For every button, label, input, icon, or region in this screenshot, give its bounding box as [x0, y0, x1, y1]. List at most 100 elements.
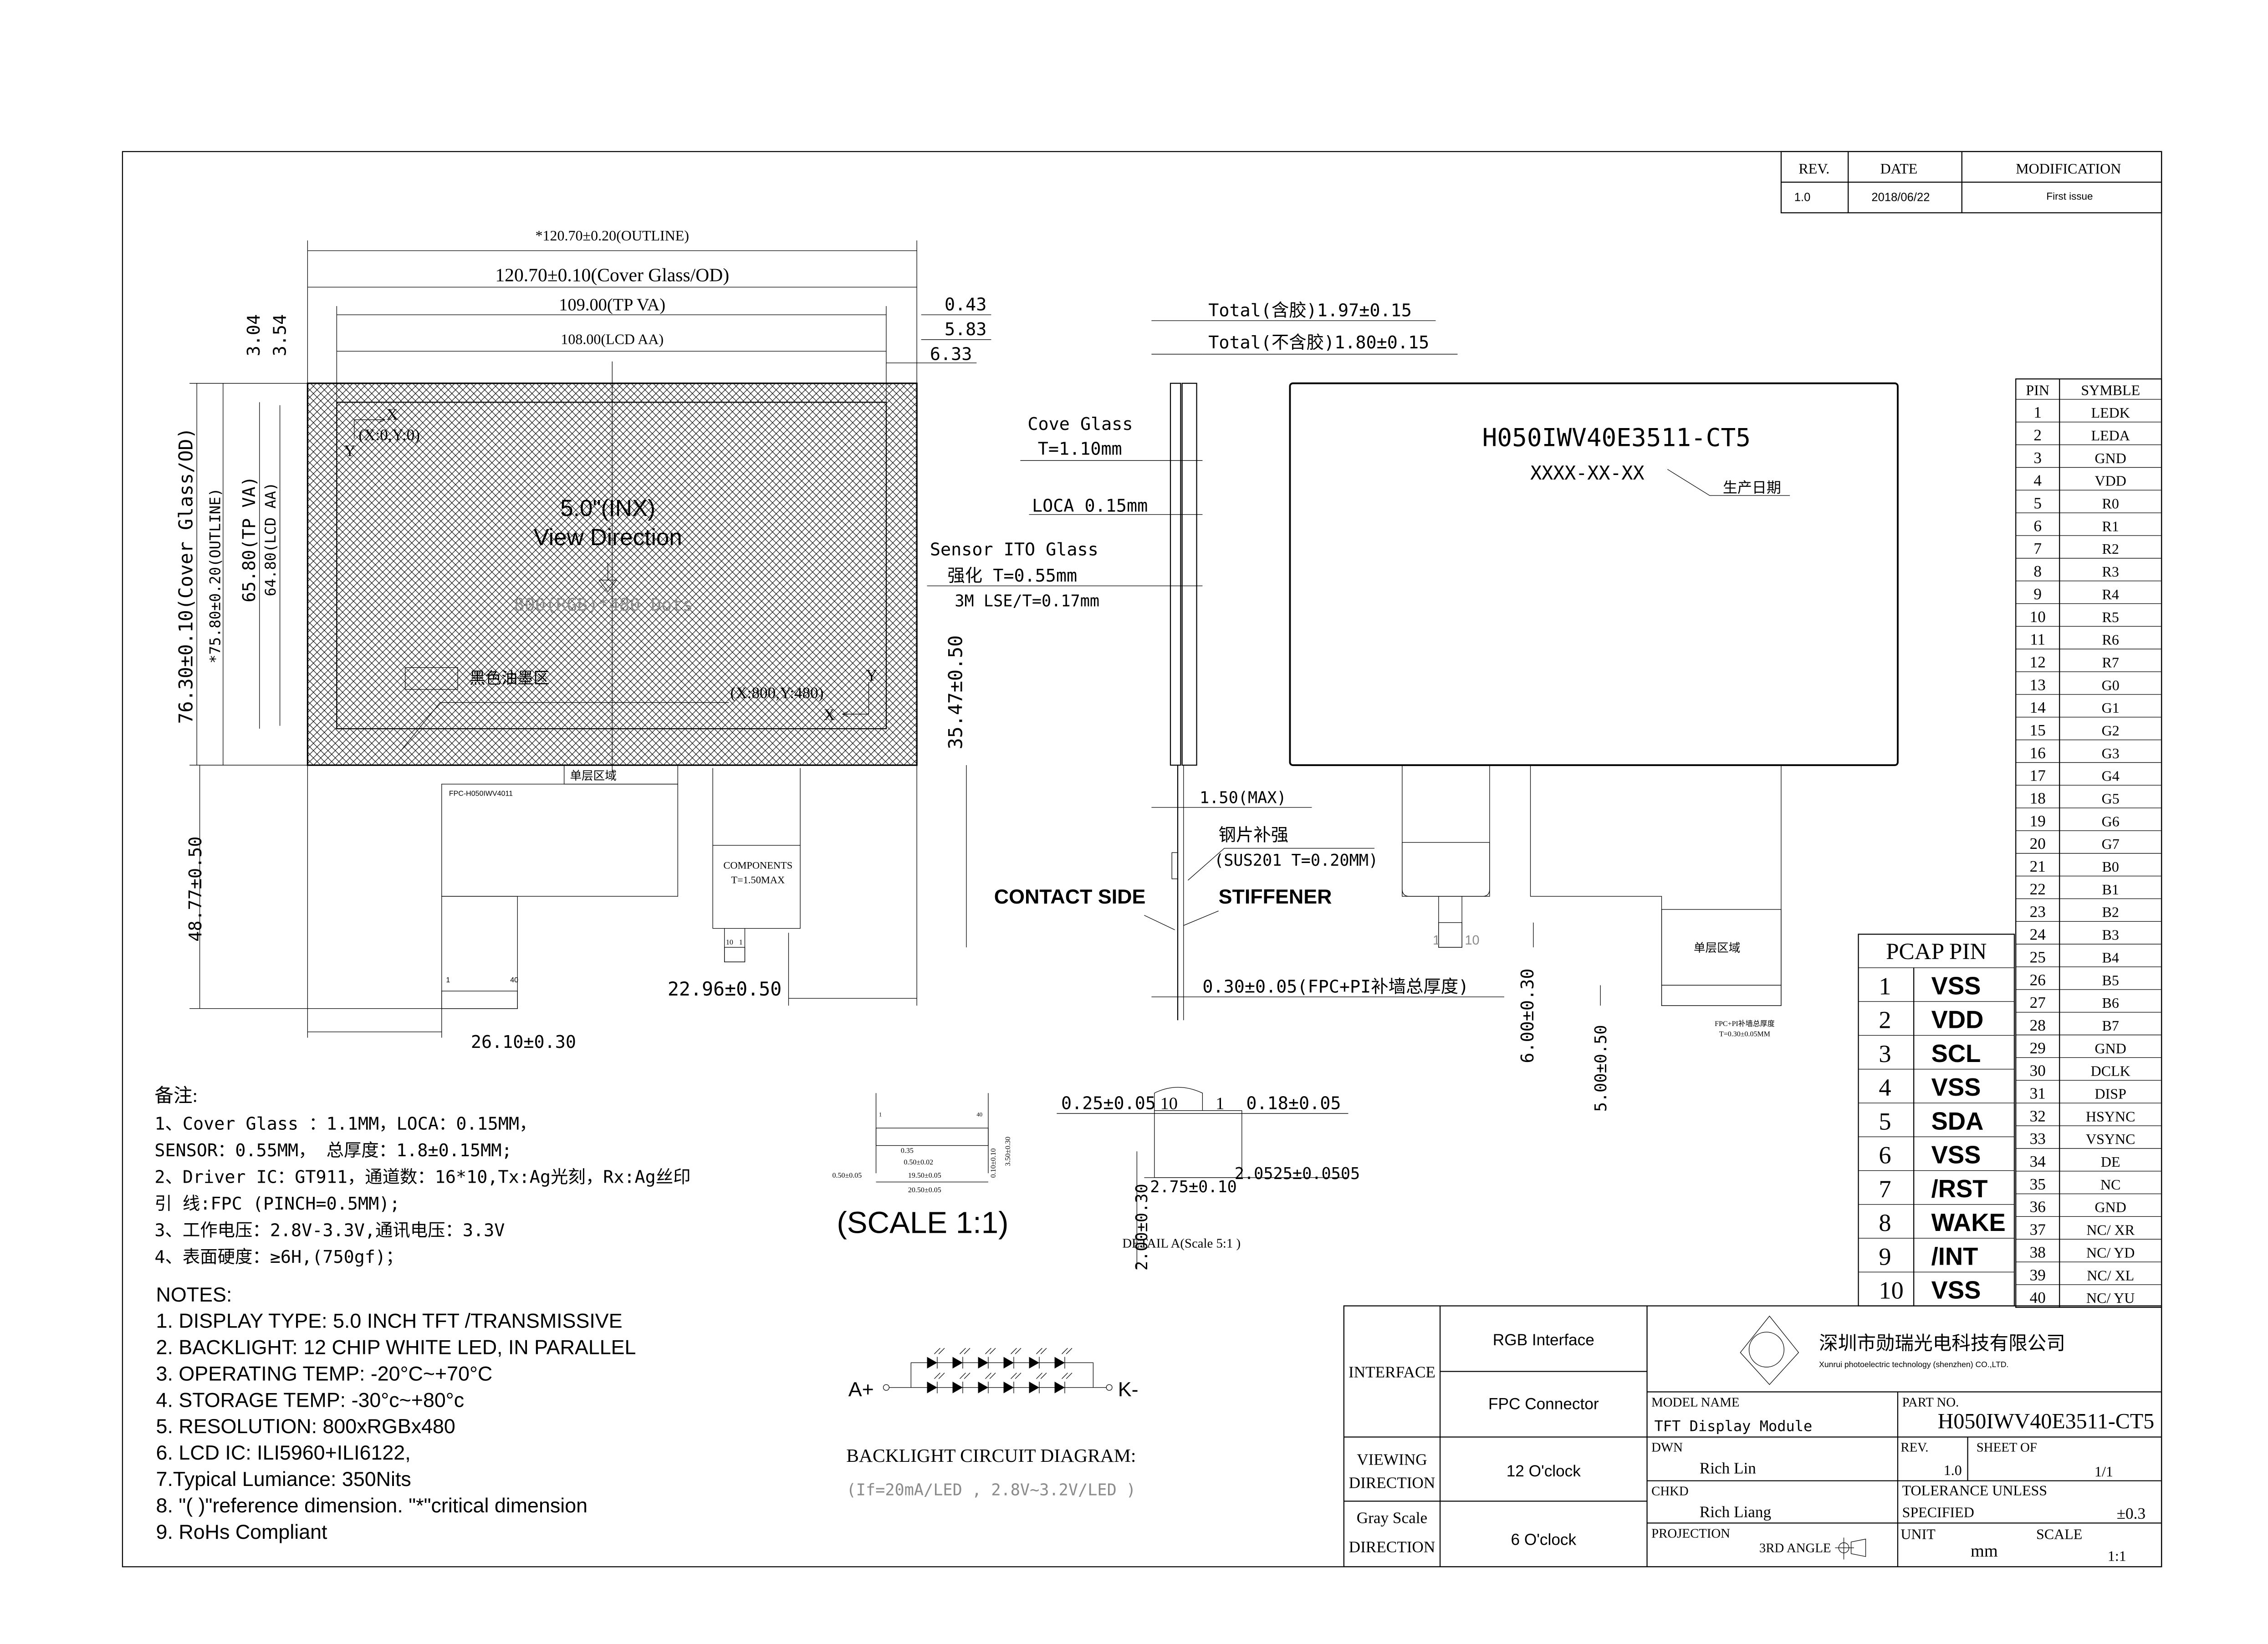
notes-cn-title: 备注: [154, 1085, 198, 1106]
led-diode-icon [1003, 1348, 1022, 1369]
connector-pin-1-label: 1 [879, 1111, 882, 1118]
pcap-row: 5 SDA [1879, 1107, 1983, 1135]
pin-symbol: GND [2095, 1199, 2126, 1215]
note-en-line: 5. RESOLUTION: 800xRGBx480 [156, 1415, 455, 1438]
components-max-label: 1.50(MAX) [1200, 788, 1287, 807]
pcap-pin-symbol: SDA [1931, 1107, 1984, 1135]
connector-detail: 1 40 0.35 0.50±0.02 0.50±0.05 19.50±0.05… [833, 1093, 1012, 1240]
pin-symbol: NC/ XR [2086, 1222, 2135, 1238]
pin-number: 27 [2030, 994, 2046, 1011]
model-name: TFT Display Module [1655, 1418, 1813, 1435]
pin-number: 11 [2030, 631, 2045, 648]
pin-number: 4 [2033, 472, 2042, 490]
pin-symbol: LEDK [2091, 404, 2130, 421]
backlight-spec: (If=20mA/LED , 2.8V~3.2V/LED ) [847, 1481, 1136, 1500]
pin-row: 36 GND [2030, 1198, 2126, 1216]
pin-symbol: B1 [2102, 881, 2119, 898]
dim-right-633: 6.33 [930, 344, 972, 364]
pin-symbol: R6 [2102, 632, 2119, 648]
pin-header: PIN [2026, 382, 2049, 398]
lcd-fpc-contacts [441, 990, 518, 1009]
fpc-pi-note: FPC+PI补墙总厚度 [1715, 1020, 1775, 1028]
projection-value: 3RD ANGLE [1759, 1541, 1831, 1555]
dim-top-354: 3.54 [270, 314, 290, 356]
single-layer-area-label: 单层区域 [570, 769, 616, 782]
fpc-name: FPC-H050IWV4011 [449, 790, 513, 797]
pin-symbol: B6 [2102, 995, 2119, 1011]
steel-stiffener-spec: (SUS201 T=0.20MM) [1214, 851, 1378, 870]
pin-symbol: NC [2100, 1176, 2120, 1193]
pin-number: 17 [2030, 767, 2046, 785]
detail-a: 0.25±0.05 10 1 0.18±0.05 2.75±0.10 2.052… [1057, 1087, 1360, 1271]
lcd-fpc-board [441, 784, 678, 897]
pcap-title: PCAP PIN [1886, 939, 1987, 965]
pcap-pin-number: 2 [1879, 1006, 1891, 1034]
pin-number: 25 [2030, 948, 2046, 966]
pin-row: 37 NC/ XR [2030, 1221, 2135, 1239]
fpc-pi-thickness: T=0.30±0.05MM [1719, 1030, 1770, 1038]
pcap-pin-symbol: VSS [1931, 1141, 1981, 1169]
date-header: DATE [1880, 160, 1918, 177]
pcap-pin-number: 1 [1879, 972, 1891, 1000]
revision-table: REV. DATE MODIFICATION 1.0 2018/06/22 Fi… [1780, 151, 2162, 214]
viewing-direction-label: DIRECTION [1349, 1474, 1435, 1492]
pin-number: 15 [2030, 721, 2046, 739]
note-cn-line: 3、工作电压：2.8V-3.3V,通讯电压：3.3V [154, 1220, 505, 1241]
stiffener-label: STIFFENER [1219, 885, 1332, 908]
pin-symbol: G7 [2102, 836, 2120, 852]
rev-value: 1.0 [1794, 191, 1811, 204]
pin-number: 20 [2030, 835, 2046, 853]
pin-number: 35 [2030, 1175, 2046, 1193]
note-en-line: 6. LCD IC: ILI5960+ILI6122, [156, 1441, 411, 1464]
sheet-value: 1/1 [2094, 1463, 2113, 1480]
end-point-label: (X:800,Y:480) [730, 684, 824, 702]
pcap-pin-number: 10 [1879, 1277, 1903, 1304]
pin-number: 13 [2030, 676, 2046, 694]
symbol-header: SYMBLE [2081, 382, 2140, 398]
pcap-pin-number: 5 [1879, 1108, 1891, 1135]
lse-tape-label: 3M LSE/T=0.17mm [955, 592, 1099, 610]
viewing-direction-value: 12 O'clock [1507, 1462, 1581, 1480]
pin-number: 36 [2030, 1198, 2046, 1216]
pin-symbol: R5 [2102, 609, 2119, 625]
date-value: 2018/06/22 [1871, 191, 1930, 204]
dim-span: 19.50±0.05 [908, 1172, 941, 1179]
tp-pin-10-label: 10 [726, 939, 733, 946]
detail-pin-10-label: 10 [1160, 1094, 1178, 1113]
pin-number: 33 [2030, 1130, 2046, 1148]
led-diode-icon [927, 1348, 945, 1369]
pcap-pin-symbol: VSS [1931, 972, 1981, 1000]
rev-value: 1.0 [1944, 1462, 1962, 1478]
dim-cover-glass-height: 76.30±0.10(Cover Glass/OD) [175, 428, 197, 724]
pin-number: 37 [2030, 1221, 2046, 1239]
rear-view: H050IWV40E3511-CT5 XXXX-XX-XX 生产日期 1 10 … [1289, 382, 1899, 1112]
date-code-note: 生产日期 [1723, 480, 1781, 496]
led-diode-icon [1054, 1348, 1073, 1369]
pin-symbol: VSYNC [2086, 1131, 2135, 1147]
dim-length: 3.50±0.30 [1004, 1137, 1012, 1166]
date-code: XXXX-XX-XX [1530, 462, 1644, 484]
pin-symbol: GND [2095, 450, 2126, 466]
note-cn-line: SENSOR：0.55MM， 总厚度：1.8±0.15MM; [154, 1140, 512, 1161]
note-cn-line: 引 线:FPC (PINCH=0.5MM); [154, 1194, 400, 1214]
pin-symbol: R7 [2102, 654, 2119, 670]
led-diode-icon [927, 1373, 945, 1394]
pin-number: 38 [2030, 1243, 2046, 1261]
pin-symbol: DISP [2095, 1086, 2126, 1102]
origin-axes-icon [354, 416, 386, 439]
pin-number: 7 [2033, 540, 2042, 557]
note-en-line: 2. BACKLIGHT: 12 CHIP WHITE LED, IN PARA… [156, 1336, 636, 1358]
viewing-label: VIEWING [1357, 1450, 1427, 1468]
dim-thickness: 0.10±0.10 [990, 1148, 997, 1178]
